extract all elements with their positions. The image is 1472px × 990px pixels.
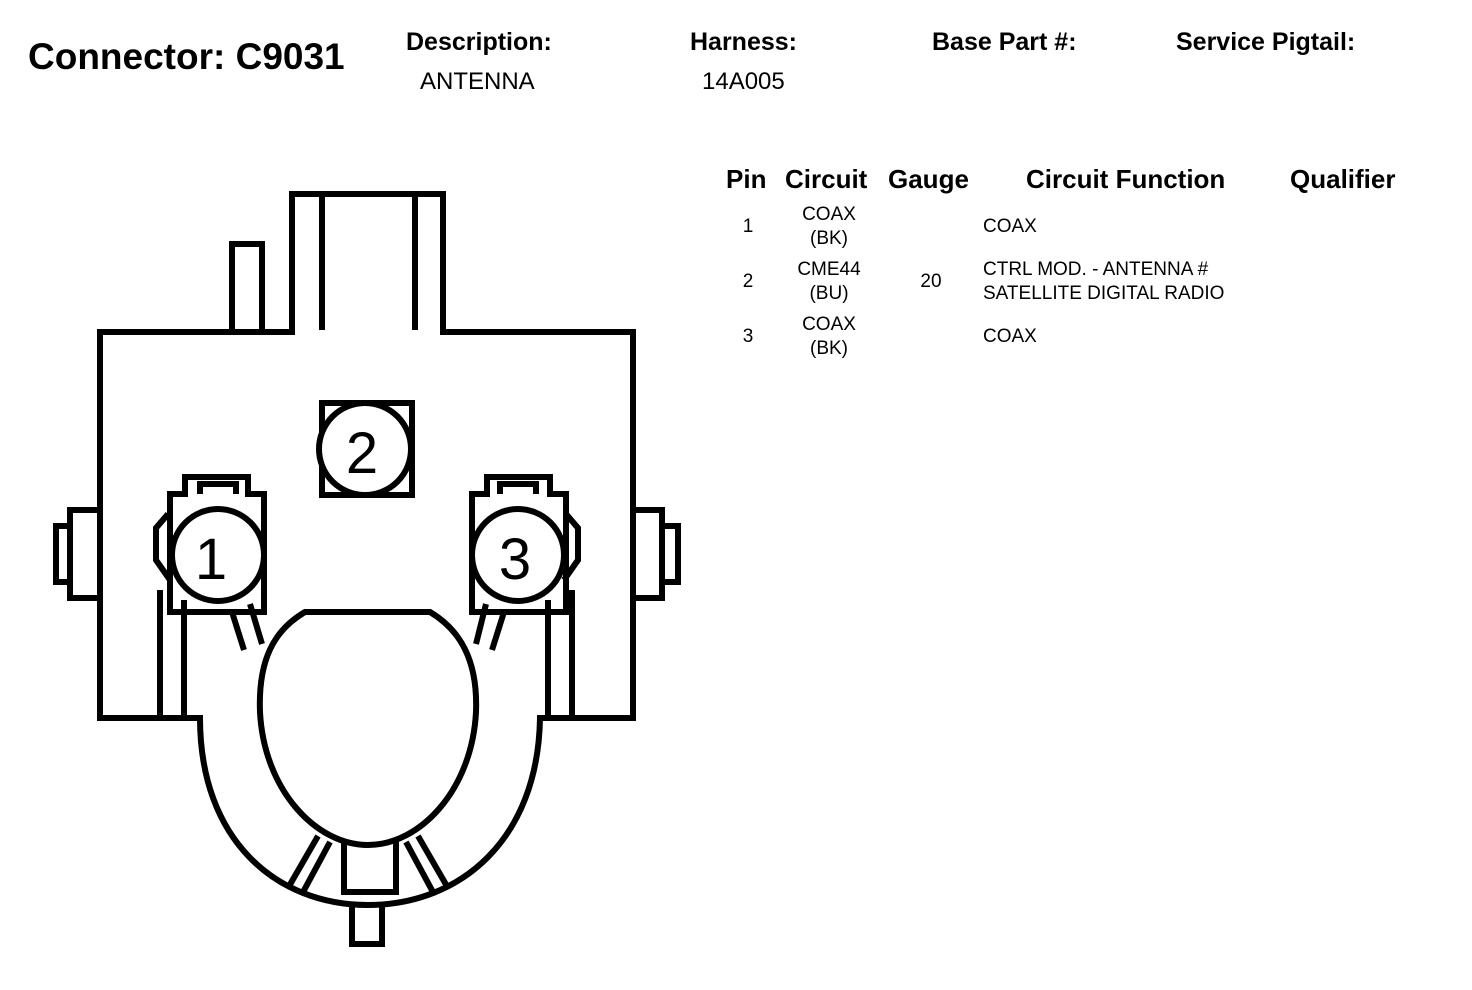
right-side-tab-cap (662, 523, 681, 585)
pin-1-latch (229, 611, 247, 651)
circuit-function-cell-line2: SATELLITE DIGITAL RADIO (983, 283, 1225, 304)
circuit-function-cell: COAX (983, 216, 1037, 237)
left-side-tab (67, 507, 100, 601)
base-part-label: Base Part #: (932, 28, 1077, 56)
pin-3-label: 3 (499, 527, 531, 592)
column-header-circuit-function: Circuit Function (1026, 164, 1226, 194)
bottom-post (349, 905, 385, 947)
center-cavity (256, 609, 480, 849)
pin-2-circle (316, 400, 414, 498)
top-post (229, 241, 265, 330)
right-side-tab (633, 507, 665, 601)
service-pigtail-label: Service Pigtail: (1176, 28, 1356, 56)
housing-outline (97, 191, 636, 909)
rib (403, 840, 437, 896)
pin-3-clip-detail (497, 481, 539, 494)
pin-cell: 3 (742, 326, 754, 347)
harness-value: 14A005 (702, 68, 785, 95)
pin-3-latch (489, 611, 507, 651)
circuit-color-cell: (BU) (809, 283, 849, 304)
pin-3-clip (561, 512, 581, 582)
gauge-cell: 20 (920, 271, 942, 292)
circuit-color-cell: (BK) (810, 338, 848, 359)
pin-1-latch (247, 603, 265, 645)
left-side-tab-cap (53, 523, 70, 585)
pin-1-label: 1 (195, 527, 227, 592)
pin-1-housing (167, 474, 267, 615)
connector-title: Connector: C9031 (28, 36, 345, 77)
pin-cell: 2 (742, 271, 754, 292)
rib (415, 834, 451, 890)
pin-2-label: 2 (346, 421, 378, 486)
circuit-function-cell: CTRL MOD. - ANTENNA # (983, 259, 1209, 280)
column-header-circuit: Circuit (785, 164, 868, 194)
description-value: ANTENNA (420, 68, 535, 95)
pin-cell: 1 (742, 216, 754, 237)
bottom-key (341, 842, 399, 895)
pin-1-clip-detail (197, 481, 239, 494)
column-header-qualifier: Qualifier (1290, 164, 1396, 194)
connector-face-diagram: 1 2 3 (53, 191, 681, 947)
description-label: Description: (406, 28, 552, 56)
circuit-function-cell: COAX (983, 326, 1037, 347)
circuit-cell: CME44 (797, 259, 861, 280)
pin-1-clip (153, 512, 173, 582)
column-header-pin: Pin (726, 164, 767, 194)
circuit-color-cell: (BK) (810, 228, 848, 249)
rib (299, 840, 333, 896)
pin-3-latch (473, 603, 489, 645)
circuit-cell: COAX (802, 204, 856, 225)
harness-label: Harness: (690, 28, 797, 56)
pin-1-circle (169, 506, 267, 604)
column-header-gauge: Gauge (888, 164, 969, 194)
rib (285, 834, 321, 890)
circuit-cell: COAX (802, 314, 856, 335)
pin-3-circle (469, 506, 567, 604)
